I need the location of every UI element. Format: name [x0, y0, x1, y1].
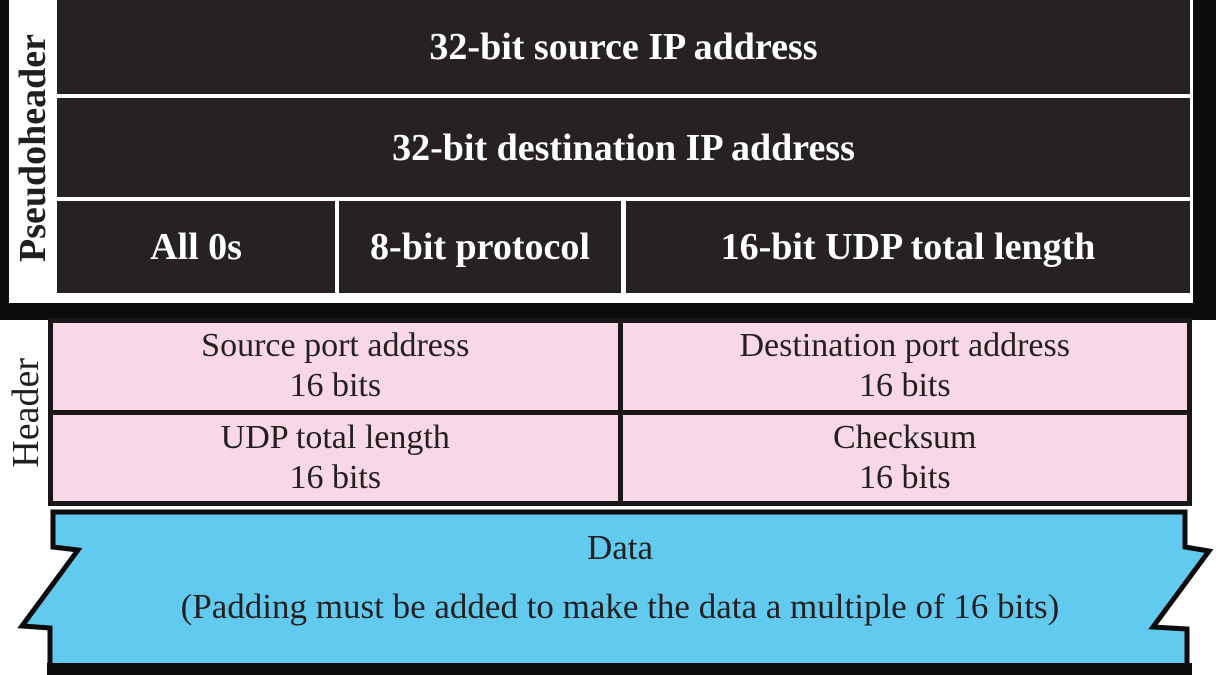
- data-banner-bottom-border: [47, 663, 1192, 675]
- field-all-0s: All 0s: [57, 201, 335, 293]
- header-table: Source port address 16 bits Destination …: [48, 318, 1192, 506]
- header-label: Header: [4, 320, 48, 506]
- field-udp-total-length-size: 16 bits: [289, 458, 382, 496]
- field-source-port-title: Source port address: [201, 327, 470, 365]
- field-source-ip-address: 32-bit source IP address: [57, 0, 1190, 94]
- header-label-text: Header: [5, 358, 47, 468]
- pseudoheader-label: Pseudoheader: [9, 0, 57, 295]
- pseudoheader-bottom-border: [0, 303, 1216, 320]
- pseudoheader-left-border: [0, 0, 9, 320]
- field-destination-port-size: 16 bits: [858, 367, 951, 405]
- field-udp-total-length-title: UDP total length: [220, 418, 450, 456]
- field-udp-total-length: UDP total length 16 bits: [53, 414, 618, 501]
- field-udp-total-length-pseudo: 16-bit UDP total length: [626, 201, 1190, 293]
- field-protocol: 8-bit protocol: [339, 201, 621, 293]
- field-destination-ip-address: 32-bit destination IP address: [57, 98, 1190, 197]
- field-source-port-size: 16 bits: [289, 367, 382, 405]
- field-source-port: Source port address 16 bits: [53, 323, 618, 410]
- field-checksum-title: Checksum: [832, 418, 977, 456]
- pseudoheader-right-border: [1193, 0, 1216, 320]
- field-checksum: Checksum 16 bits: [622, 414, 1187, 501]
- data-banner-ribbon: [17, 509, 1214, 675]
- field-destination-port: Destination port address 16 bits: [622, 323, 1187, 410]
- field-checksum-size: 16 bits: [858, 458, 951, 496]
- data-ribbon-shape: [17, 509, 1214, 670]
- field-destination-port-title: Destination port address: [739, 327, 1071, 365]
- pseudoheader-label-text: Pseudoheader: [12, 33, 54, 262]
